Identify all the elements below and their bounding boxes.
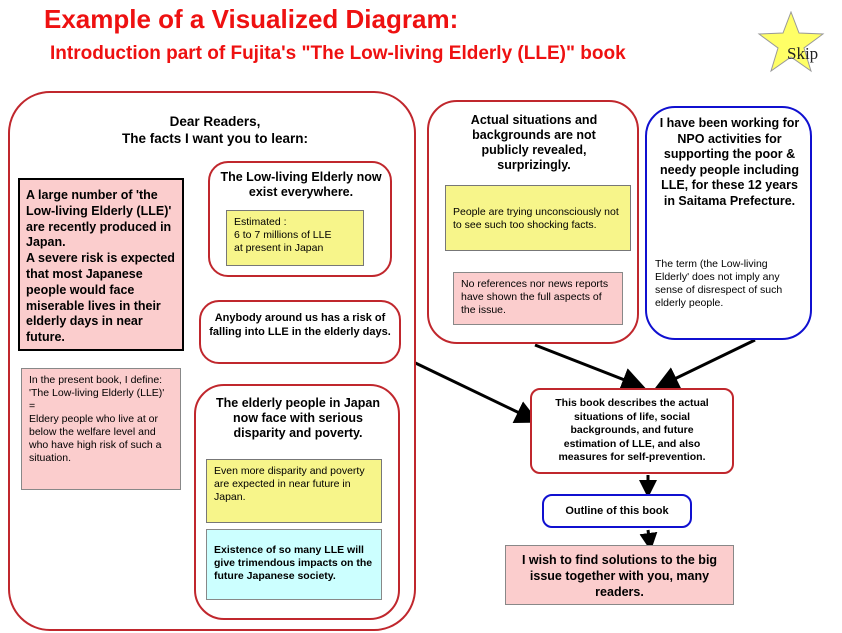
right-panel-title: I have been working for NPO activities f… [659,116,800,208]
disparity-title: The elderly people in Japan now face wit… [216,396,380,440]
wish-box: I wish to find solutions to the big issu… [505,545,734,605]
arrow-outline-to-wish [639,529,658,551]
arrow-right-to-book [654,338,756,389]
right-panel: I have been working for NPO activities f… [645,106,812,340]
arrow-middle-to-book [534,343,646,391]
skip-label: Skip [787,44,819,63]
unconscious-note: People are trying unconsciously not to s… [445,185,631,251]
disparity-box: The elderly people in Japan now face wit… [194,384,400,620]
skip-button[interactable]: Skip [756,10,826,73]
disrespect-note: The term (the Low-living Elderly' does n… [655,258,783,310]
estimate-note: Estimated : 6 to 7 millions of LLE at pr… [226,210,364,266]
no-references-note: No references nor news reports have show… [453,272,623,325]
page-title: Example of a Visualized Diagram: [44,4,459,34]
expected-note: Even more disparity and poverty are expe… [206,459,382,523]
middle-panel-title: Actual situations and backgrounds are no… [470,113,598,172]
risk-box: Anybody around us has a risk of falling … [199,300,401,364]
outline-box[interactable]: Outline of this book [542,494,692,528]
definition-box: In the present book, I define: 'The Low-… [21,368,181,490]
lle-everywhere-box: The Low-living Elderly now exist everywh… [208,161,392,277]
main-message-box: A large number of 'the Low-living Elderl… [18,178,184,351]
star-icon [757,10,825,73]
left-panel-heading: Dear Readers, The facts I want you to le… [121,114,309,146]
arrow-left-to-book [404,356,540,424]
impacts-note: Existence of so many LLE will give trime… [206,529,382,600]
book-describes-box: This book describes the actual situation… [530,388,734,474]
middle-panel: Actual situations and backgrounds are no… [427,100,639,344]
lle-everywhere-title: The Low-living Elderly now exist everywh… [220,170,382,199]
page-subtitle: Introduction part of Fujita's "The Low-l… [50,43,626,64]
